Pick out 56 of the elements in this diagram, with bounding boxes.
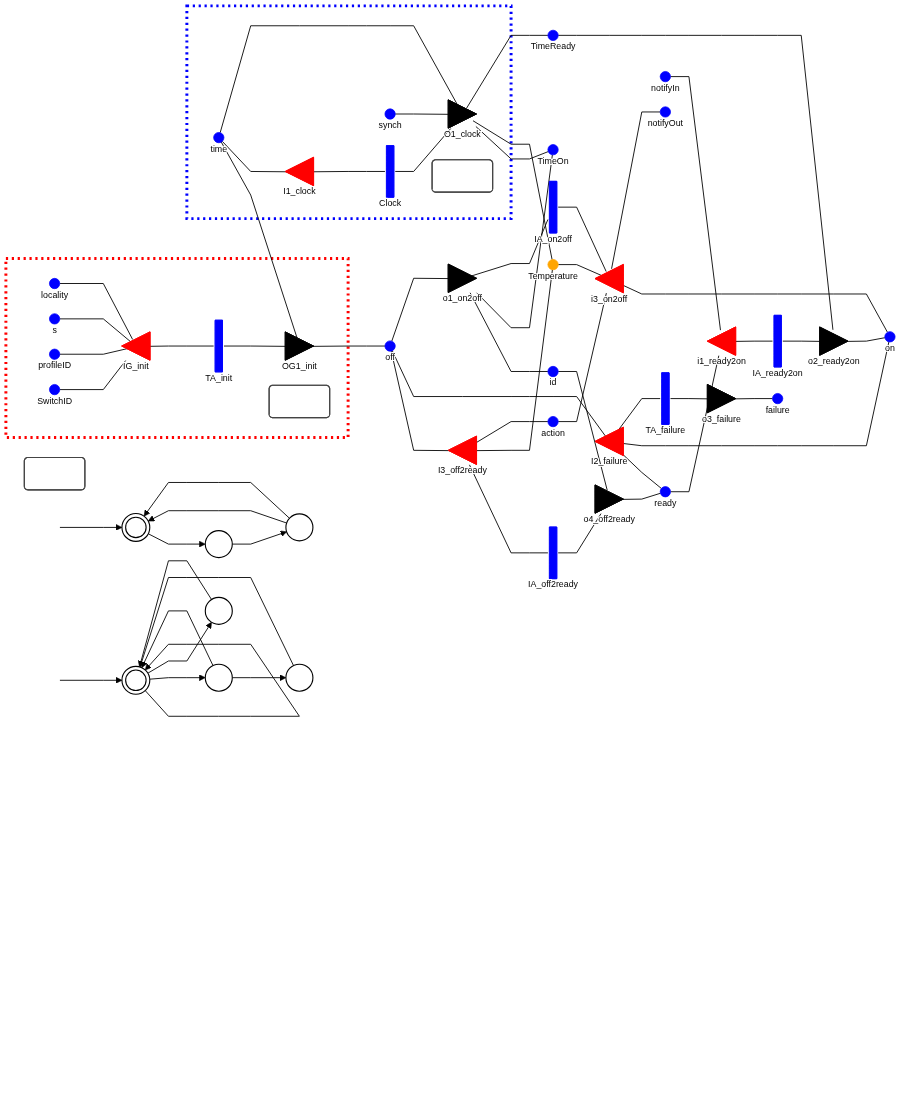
connector [670, 76, 721, 331]
connector [557, 34, 834, 331]
connector [394, 128, 452, 172]
connector [557, 371, 608, 491]
node-label: TimeOn [537, 155, 569, 166]
node-label: IA_ready2on [752, 367, 803, 378]
connector [469, 269, 553, 452]
node-label: O1_clock [443, 129, 481, 139]
connector [466, 34, 549, 109]
node-label: time [210, 143, 228, 154]
node-label: SwitchID [37, 395, 72, 406]
node-label: notifyIn [651, 82, 680, 93]
cluster [185, 4, 513, 221]
node-label: o2_ready2on [808, 356, 860, 367]
node-label: IG_init [123, 361, 149, 372]
connector [475, 126, 549, 160]
node-label: TA_failure [645, 425, 686, 436]
node-label: o1_on2off [442, 293, 482, 304]
node-label: I1_clock [283, 186, 316, 197]
node-label: id [549, 377, 557, 388]
connector [219, 25, 460, 134]
node-label: OG1_init [282, 361, 317, 372]
connector [469, 464, 549, 554]
node-label: o4_off2ready [583, 514, 635, 525]
connector [557, 206, 607, 272]
connector [557, 292, 607, 423]
connector [611, 111, 661, 270]
node-label: failure [765, 404, 790, 415]
node-label: profileID [38, 360, 72, 371]
node-label: Clock [379, 198, 402, 209]
connector [469, 292, 549, 372]
node-label: TA_init [205, 372, 233, 383]
node-label: off [385, 352, 395, 363]
connector [59, 318, 132, 343]
node-label: I3_off2ready [437, 465, 487, 476]
connector [557, 513, 602, 554]
node-label: action [541, 427, 565, 438]
node-label: notifyOut [647, 117, 684, 128]
node-label: on [885, 342, 895, 353]
node-label: locality [41, 289, 69, 300]
node-label: I2_failure [591, 456, 628, 467]
node-label: TimeReady [530, 41, 576, 52]
connector [59, 360, 127, 390]
connector [220, 141, 298, 339]
node-label: synch [378, 120, 402, 130]
connector [391, 350, 606, 437]
node-label: IA_off2ready [528, 579, 578, 590]
node-label: o3_failure [702, 413, 741, 424]
node-label: ready [654, 497, 677, 508]
node-label: i3_on2off [591, 293, 628, 304]
connector [59, 283, 134, 340]
connector [476, 154, 553, 329]
connector [622, 454, 662, 489]
connector [472, 120, 553, 260]
node-label: s [52, 324, 57, 335]
node-label: i1_ready2on [697, 356, 746, 367]
